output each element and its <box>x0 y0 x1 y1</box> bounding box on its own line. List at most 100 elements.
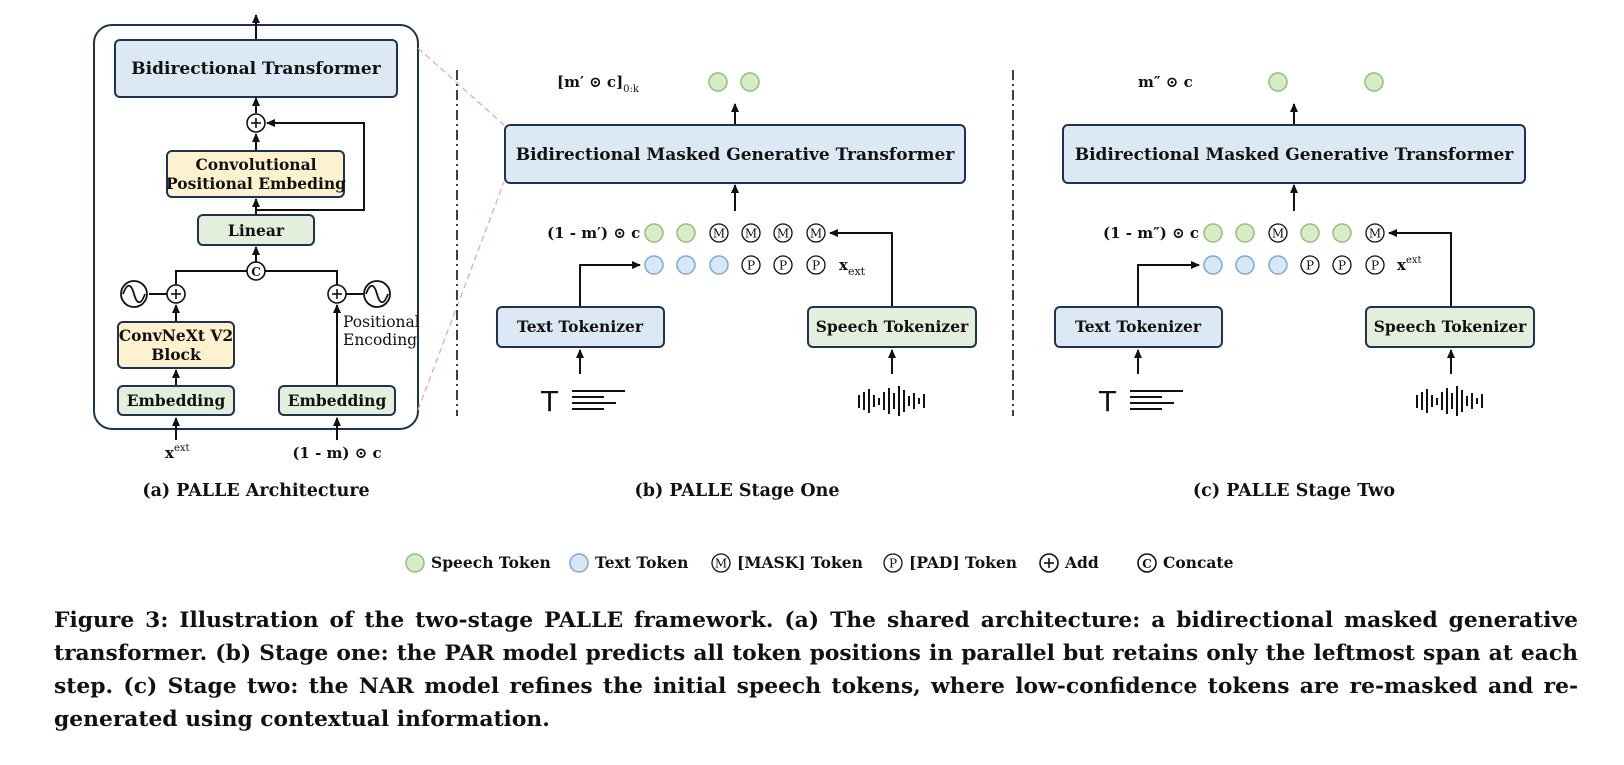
convnext-v2-label-1: ConvNeXt V2 <box>119 326 233 345</box>
conv-positional-embedding-box <box>166 150 345 198</box>
legend-speech-token: Speech Token <box>405 553 551 573</box>
residual-connection <box>256 119 365 211</box>
pad-token: P <box>773 255 793 275</box>
legend: Speech Token Text Token M [MASK] Token P… <box>405 553 1234 573</box>
speech-token <box>1268 72 1288 92</box>
pad-token: P <box>1365 255 1385 275</box>
svg-text:P: P <box>1371 259 1379 273</box>
concat-right-branch <box>265 270 338 285</box>
speech-tokenizer-box <box>1365 306 1535 348</box>
row2-label: xext <box>1397 255 1422 274</box>
svg-text:P: P <box>779 259 787 273</box>
pad-token: P <box>806 255 826 275</box>
input-masked-codes: (1 - m) ⊙ c <box>292 444 381 462</box>
svg-text:P: P <box>812 259 820 273</box>
text-tokenizer-route <box>579 261 641 307</box>
svg-text:Concate: Concate <box>1163 553 1234 572</box>
svg-text:T: T <box>1098 385 1117 418</box>
panel-a-caption: (a) PALLE Architecture <box>142 481 369 501</box>
svg-text:Speech Token: Speech Token <box>431 553 551 572</box>
concat-left-branch <box>175 270 247 285</box>
conv-positional-embedding-label-1: Convolutional <box>195 155 316 174</box>
waveform-icon <box>858 386 925 416</box>
positional-encoding-label-1: Positional <box>343 313 420 331</box>
row2-label: xext <box>839 256 866 278</box>
panel-c-caption: (c) PALLE Stage Two <box>1193 481 1395 501</box>
text-tokenizer-label: Text Tokenizer <box>517 317 644 336</box>
text-token <box>1203 255 1223 275</box>
positional-encoding-label-2: Encoding <box>343 331 417 349</box>
sine-wave-icon-left <box>120 280 148 308</box>
svg-text:M: M <box>713 227 725 241</box>
text-token <box>709 255 729 275</box>
text-tokenizer-box <box>1054 306 1223 348</box>
convnext-v2-block-box <box>117 321 235 369</box>
speech-token <box>740 72 760 92</box>
embedding-right-box <box>278 385 396 416</box>
text-token <box>1268 255 1288 275</box>
svg-text:M: M <box>777 227 789 241</box>
svg-text:Add: Add <box>1064 553 1099 572</box>
palle-figure: Bidirectional Transformer Convolutional … <box>93 14 1535 573</box>
mask-token: M <box>806 223 826 243</box>
sine-wave-icon-right <box>363 280 391 308</box>
text-token <box>676 255 696 275</box>
pad-token: P <box>1300 255 1320 275</box>
svg-text:C: C <box>251 265 261 279</box>
text-tokenizer-label: Text Tokenizer <box>1075 317 1202 336</box>
svg-text:M: M <box>1369 227 1381 241</box>
bidirectional-transformer-label: Bidirectional Transformer <box>131 59 381 79</box>
svg-text:P: P <box>1338 259 1346 273</box>
speech-tokenizer-route <box>1388 229 1452 307</box>
mask-token: M <box>1365 223 1385 243</box>
text-tokenizer-route <box>1137 261 1200 307</box>
zoom-guide-bottom <box>417 181 505 411</box>
mask-token: M <box>741 223 761 243</box>
concat-icon: C <box>246 261 266 281</box>
legend-concate: C Concate <box>1137 553 1234 573</box>
row1-label: (1 - m′) ⊙ c <box>547 224 640 242</box>
svg-text:M: M <box>715 557 727 571</box>
speech-token <box>1300 223 1320 243</box>
text-tokenizer-box <box>496 306 665 348</box>
panel-c-stage-two: m″ ⊙ c Bidirectional Masked Generative T… <box>1054 72 1535 501</box>
input-x-ext: xext <box>165 443 190 462</box>
text-token <box>644 255 664 275</box>
masked-generative-transformer-box <box>504 124 966 184</box>
speech-tokenizer-label: Speech Tokenizer <box>1374 317 1527 336</box>
speech-token <box>676 223 696 243</box>
speech-token <box>1235 223 1255 243</box>
linear-box <box>197 214 315 246</box>
mask-token: M <box>1268 223 1288 243</box>
svg-text:M: M <box>745 227 757 241</box>
conv-positional-embedding-label-2: Positional Embeding <box>166 174 346 193</box>
legend-pad-token: P [PAD] Token <box>883 553 1017 573</box>
legend-add: Add <box>1039 553 1099 573</box>
legend-text-token: Text Token <box>569 553 688 573</box>
embedding-left-box <box>117 385 235 416</box>
add-icon <box>246 113 266 133</box>
convnext-v2-label-2: Block <box>151 345 201 364</box>
masked-generative-transformer-label: Bidirectional Masked Generative Transfor… <box>1075 145 1515 165</box>
svg-text:P: P <box>747 259 755 273</box>
text-token <box>1235 255 1255 275</box>
row1-label: (1 - m″) ⊙ c <box>1103 224 1199 242</box>
masked-generative-transformer-box <box>1062 124 1526 184</box>
svg-text:Text Token: Text Token <box>595 553 688 572</box>
embedding-left-label: Embedding <box>127 391 226 410</box>
speech-token <box>708 72 728 92</box>
svg-text:M: M <box>1272 227 1284 241</box>
masked-generative-transformer-label: Bidirectional Masked Generative Transfor… <box>516 145 956 165</box>
speech-tokenizer-label: Speech Tokenizer <box>816 317 969 336</box>
speech-tokenizer-box <box>807 306 977 348</box>
speech-token <box>1364 72 1384 92</box>
svg-text:C: C <box>1142 557 1152 571</box>
speech-tokenizer-route <box>829 229 893 307</box>
waveform-icon <box>1416 386 1483 416</box>
pad-token: P <box>1332 255 1352 275</box>
svg-text:P: P <box>1306 259 1314 273</box>
panel-b-caption: (b) PALLE Stage One <box>634 481 839 501</box>
linear-label: Linear <box>228 221 285 240</box>
svg-text:[MASK] Token: [MASK] Token <box>737 553 863 572</box>
stage-two-output-label: m″ ⊙ c <box>1138 73 1193 91</box>
